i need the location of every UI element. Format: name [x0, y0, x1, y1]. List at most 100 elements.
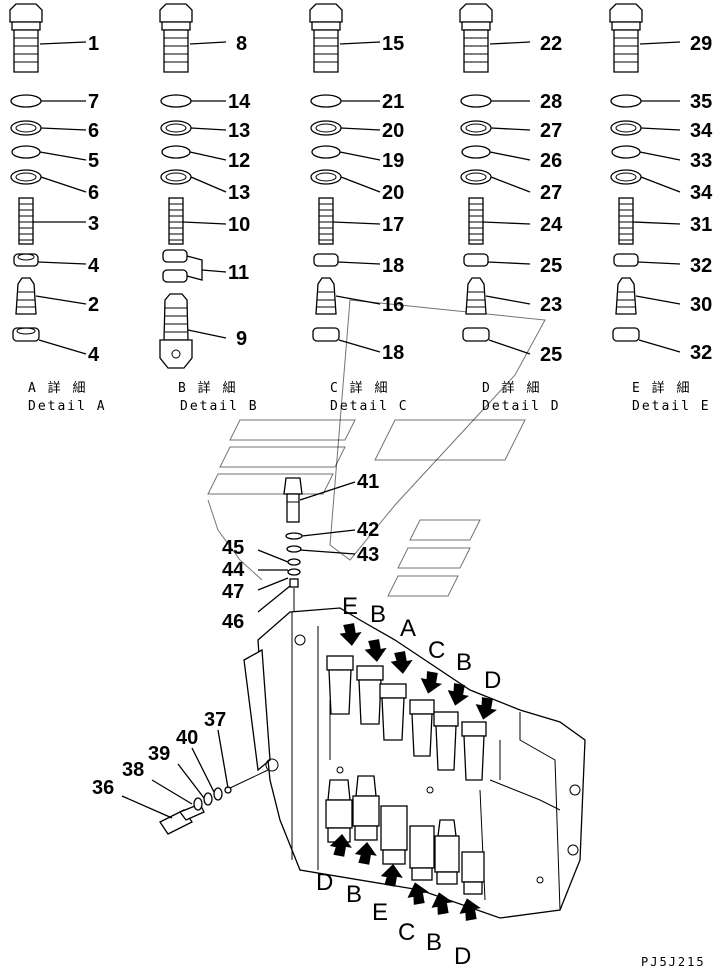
o-ring — [461, 145, 491, 159]
side-leaders — [121, 729, 229, 819]
part-number: 6 — [88, 120, 99, 142]
part-number: 10 — [228, 214, 250, 236]
part-number: 37 — [204, 709, 226, 731]
spring-part — [318, 197, 334, 245]
detail-C — [309, 3, 343, 342]
spring-seat — [162, 269, 188, 283]
arrow-label: E — [342, 593, 358, 620]
part-number: 35 — [690, 91, 712, 113]
o-ring — [160, 94, 192, 108]
part-number: 24 — [540, 214, 563, 236]
spring-part — [468, 197, 484, 245]
spring-seat — [162, 249, 188, 263]
detail-caption-en: Detail C — [330, 399, 409, 414]
part-number: 6 — [88, 182, 99, 204]
part-number: 23 — [540, 294, 562, 316]
spring-seat — [312, 327, 340, 342]
o-ring — [311, 145, 341, 159]
part-number: 34 — [690, 120, 713, 142]
part-number: 45 — [222, 537, 244, 559]
part-number: 8 — [236, 33, 247, 55]
part-number: 32 — [690, 342, 712, 364]
part-number: 30 — [690, 294, 712, 316]
part-number: 16 — [382, 294, 404, 316]
spring-part — [168, 197, 184, 245]
part-number: 13 — [228, 182, 250, 204]
detail-A — [9, 3, 43, 342]
part-number: 18 — [382, 342, 404, 364]
bottom-arrows — [329, 834, 481, 921]
plug-part — [459, 3, 493, 73]
arrow-label: B — [370, 601, 386, 628]
drawing-code: PJ5J215 — [641, 955, 706, 969]
part-number: 25 — [540, 344, 562, 366]
plug-part — [609, 3, 643, 73]
spring-part — [618, 197, 634, 245]
part-number: 40 — [176, 727, 198, 749]
part-number: 34 — [690, 182, 713, 204]
arrow-label: B — [456, 649, 472, 676]
part-number: 26 — [540, 150, 562, 172]
arrow-label: D — [316, 869, 333, 896]
part-number: 38 — [122, 759, 144, 781]
part-number: 4 — [88, 255, 100, 277]
detail-caption-en: Detail D — [482, 399, 561, 414]
o-ring — [611, 145, 641, 159]
detail-caption-en: Detail B — [180, 399, 259, 414]
arrow-label: B — [426, 929, 442, 956]
part-number: 36 — [92, 777, 114, 799]
o-ring — [161, 145, 191, 159]
upper-relief-valves — [326, 655, 487, 781]
part-number: 39 — [148, 743, 170, 765]
part-number: 12 — [228, 150, 250, 172]
spring-seat — [462, 327, 490, 342]
part-number: 29 — [690, 33, 712, 55]
arrow-label: C — [398, 919, 415, 946]
spring-seat — [612, 327, 640, 342]
part-number: 11 — [228, 262, 249, 284]
top-leaders — [257, 481, 356, 613]
detail-caption-jp: C 詳 細 — [330, 380, 389, 396]
part-number: 4 — [88, 344, 100, 366]
part-number: 28 — [540, 91, 562, 113]
arrow-label: A — [400, 615, 416, 642]
arrow-label: D — [484, 667, 501, 694]
top-arrows — [339, 623, 498, 720]
arrow-label: D — [454, 943, 471, 970]
part-number: 9 — [236, 328, 247, 350]
o-ring — [460, 94, 492, 108]
part-number: 17 — [382, 214, 404, 236]
part-number: 2 — [88, 294, 99, 316]
detail-caption-jp: D 詳 細 — [482, 380, 541, 396]
detail-caption-jp: B 詳 細 — [178, 380, 237, 396]
part-number: 1 — [88, 33, 99, 55]
o-ring — [310, 94, 342, 108]
part-number: 31 — [690, 214, 712, 236]
valve-poppet — [615, 277, 637, 315]
part-number: 47 — [222, 581, 244, 603]
part-number: 44 — [222, 559, 245, 581]
arrow-label: B — [346, 881, 362, 908]
part-number: 15 — [382, 33, 404, 55]
part-number: 46 — [222, 611, 244, 633]
side-plug-assembly — [159, 769, 269, 835]
valve-poppet — [15, 277, 37, 315]
valve-spool — [159, 293, 193, 369]
part-number: 43 — [357, 544, 379, 566]
spring-part — [18, 197, 34, 245]
detail-leaders — [33, 41, 681, 355]
part-number: 14 — [228, 91, 251, 113]
detail-B — [159, 3, 193, 369]
part-number: 41 — [357, 471, 379, 493]
part-number: 27 — [540, 182, 562, 204]
part-number: 33 — [690, 150, 712, 172]
arrow-label: E — [372, 899, 388, 926]
part-number: 5 — [88, 150, 99, 172]
part-number: 32 — [690, 255, 712, 277]
part-number: 25 — [540, 255, 562, 277]
o-ring — [10, 94, 42, 108]
part-number: 19 — [382, 150, 404, 172]
spring-seat — [12, 327, 40, 342]
plug-part — [159, 3, 193, 73]
spring-seat — [313, 253, 339, 267]
